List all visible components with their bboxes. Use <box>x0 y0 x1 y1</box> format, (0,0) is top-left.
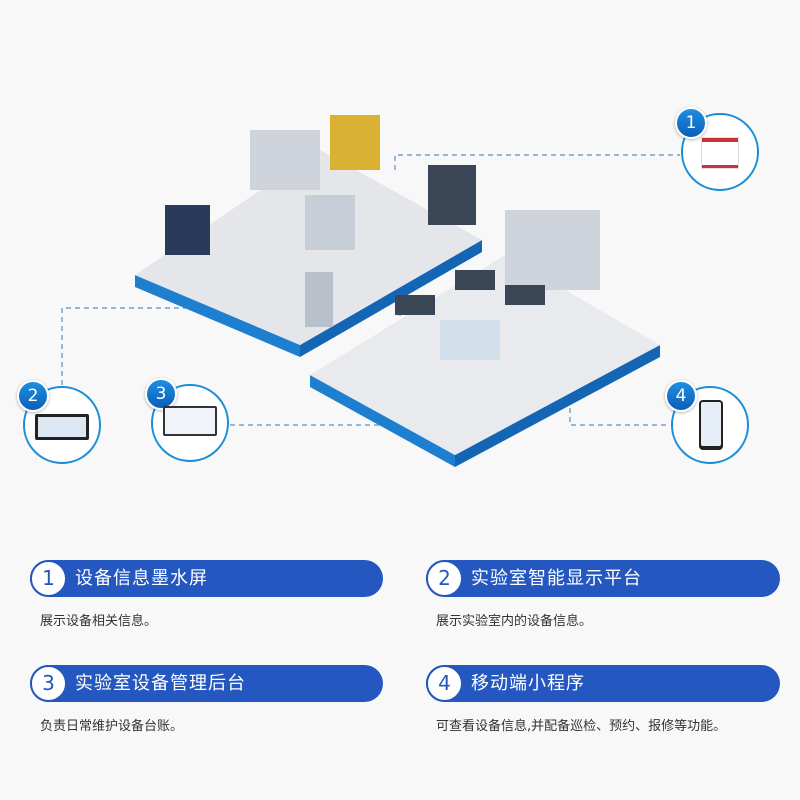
feature-description: 负责日常维护设备台账。 <box>40 719 184 734</box>
feature-number: 2 <box>426 560 463 597</box>
feature-title: 实验室智能显示平台 <box>471 568 642 589</box>
feature-title: 设备信息墨水屏 <box>75 568 208 589</box>
feature-title: 实验室设备管理后台 <box>75 673 246 694</box>
server-rack <box>428 165 476 225</box>
feature-mini-program: 4 移动端小程序 <box>426 665 780 702</box>
monitor-icon <box>163 406 217 436</box>
feature-management-backend: 3 实验室设备管理后台 <box>30 665 383 702</box>
feature-title: 移动端小程序 <box>471 673 585 694</box>
feature-number: 4 <box>426 665 463 702</box>
phone-icon <box>699 400 723 450</box>
feature-display-platform: 2 实验室智能显示平台 <box>426 560 780 597</box>
feature-description: 展示设备相关信息。 <box>40 614 158 629</box>
callout-display-platform: 2 <box>17 380 101 464</box>
callout-number: 1 <box>675 107 707 139</box>
callout-eink-label: 1 <box>675 107 759 191</box>
feature-number: 3 <box>30 665 67 702</box>
lower-lab-platform <box>310 210 660 467</box>
callout-number: 2 <box>17 380 49 412</box>
glass-partition <box>440 320 500 360</box>
lab-equipment <box>305 195 355 250</box>
storage-cabinet <box>330 115 380 170</box>
callout-mini-program: 4 <box>665 380 749 464</box>
callout-number: 3 <box>145 378 177 410</box>
feature-eink-screen: 1 设备信息墨水屏 <box>30 560 383 597</box>
feature-number: 1 <box>30 560 67 597</box>
feature-description: 展示实验室内的设备信息。 <box>436 614 593 629</box>
tablet-icon <box>35 414 89 440</box>
feature-description: 可查看设备信息,并配备巡检、预约、报修等功能。 <box>436 719 727 734</box>
upper-lab-platform <box>135 115 482 357</box>
callout-management-backend: 3 <box>145 378 229 462</box>
fume-hood <box>250 130 320 190</box>
eink-label-icon <box>701 137 739 169</box>
shelving <box>505 210 600 290</box>
door <box>305 272 333 327</box>
lab-illustration <box>61 115 680 467</box>
callout-number: 4 <box>665 380 697 412</box>
wall-display <box>165 205 210 255</box>
